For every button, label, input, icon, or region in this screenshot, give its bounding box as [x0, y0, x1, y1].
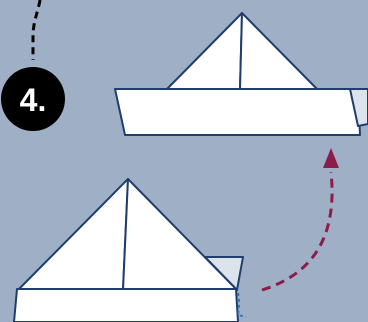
arrow-head	[323, 148, 339, 168]
boat-hull	[114, 88, 361, 136]
step-badge-circle	[1, 67, 65, 131]
working-sail-right	[122, 178, 238, 291]
working-sail-left	[18, 178, 129, 291]
working-hull	[13, 288, 239, 322]
guide-dashed-line	[31, 0, 42, 60]
working-boat	[13, 178, 244, 322]
boat-hull-fold	[349, 88, 368, 127]
boat-sail-left	[166, 12, 243, 90]
step-number: 4.	[20, 82, 47, 118]
curved-arrow	[261, 148, 339, 292]
boat-sail-right	[239, 12, 318, 90]
arrow-shaft	[261, 171, 334, 292]
fold-hint-line	[236, 292, 247, 318]
finished-boat	[114, 12, 368, 136]
step-badge: 4.	[1, 67, 65, 131]
